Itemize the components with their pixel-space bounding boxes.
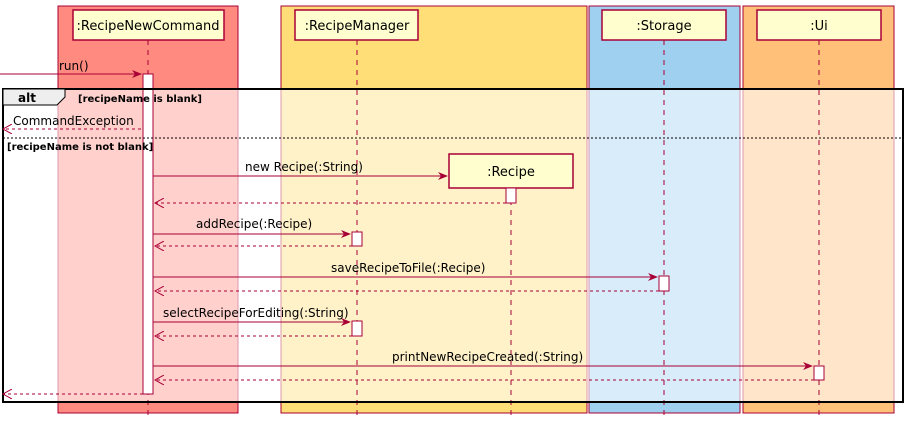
participant-box-ui [756, 9, 882, 41]
activation-ui [813, 365, 825, 381]
alt-keyword: alt [18, 91, 36, 105]
message-print-new-recipe-label: printNewRecipeCreated(:String) [392, 350, 583, 364]
participant-box-recipe-manager [294, 9, 419, 41]
participant-label-storage: :Storage [636, 19, 691, 34]
message-save-recipe-label: saveRecipeToFile(:Recipe) [331, 261, 485, 275]
message-command-exception-label: CommandException [13, 114, 134, 128]
participant-label-recipe-new-command: :RecipeNewCommand [76, 19, 219, 34]
activation-recipe-manager-1 [351, 231, 363, 247]
alt-guard-blank: [recipeName is blank] [78, 94, 202, 105]
message-run-label: run() [59, 59, 89, 73]
participant-box-storage [601, 9, 727, 41]
participant-box-recipe-new-command [72, 9, 225, 41]
activation-recipe [505, 187, 517, 204]
alt-fragment-frame [2, 88, 904, 403]
participant-label-recipe: :Recipe [487, 165, 535, 180]
message-new-recipe-label: new Recipe(:String) [245, 160, 363, 174]
participant-label-ui: :Ui [810, 19, 828, 34]
message-select-recipe-label: selectRecipeForEditing(:String) [163, 306, 349, 320]
participant-label-recipe-manager: :RecipeManager [305, 19, 410, 34]
alt-guard-not-blank: [recipeName is not blank] [7, 142, 153, 153]
message-add-recipe-label: addRecipe(:Recipe) [196, 217, 312, 231]
alt-fragment-tab [2, 88, 66, 106]
activation-storage [658, 275, 670, 292]
activation-recipe-new-command [142, 73, 154, 395]
activation-recipe-manager-2 [351, 320, 363, 337]
